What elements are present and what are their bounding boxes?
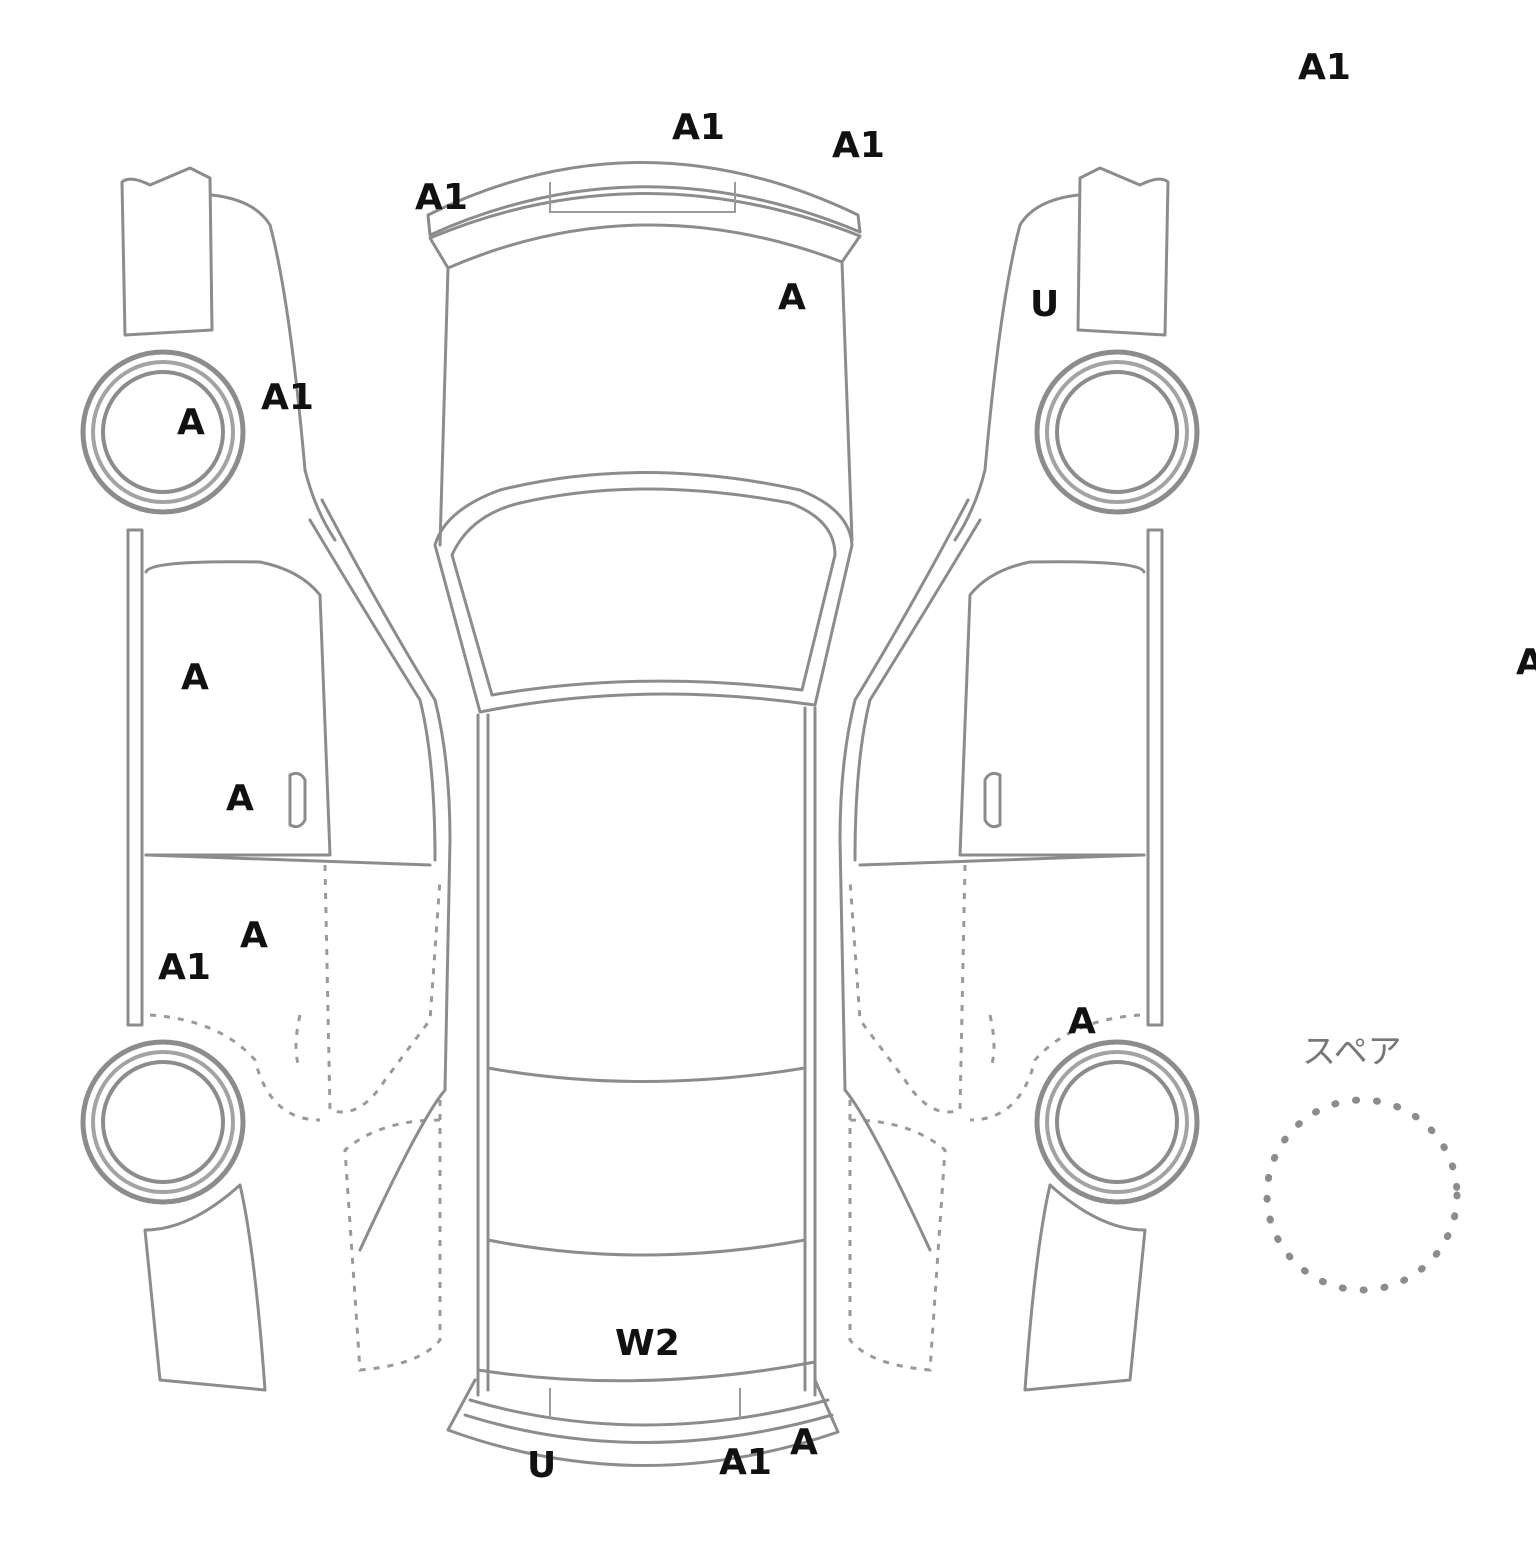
roof-outline xyxy=(476,706,817,1397)
mark-hood: A xyxy=(778,277,806,318)
front-bumper-inner xyxy=(428,192,862,270)
car-left-side-view xyxy=(120,166,452,1392)
right-rear-quarter xyxy=(969,1013,1141,1122)
mark-roof-top-left: A1 xyxy=(415,177,468,218)
left-sill-rear xyxy=(358,1088,447,1252)
mark-right-front-fender: U xyxy=(1030,284,1060,325)
right-rear-fender xyxy=(848,1100,947,1372)
right-rear-bumper xyxy=(1023,1183,1147,1392)
right-a-pillar-inner xyxy=(853,518,982,862)
rear-window-bottom xyxy=(486,1238,807,1257)
right-front-fender xyxy=(953,193,1080,542)
right-front-bumper xyxy=(1076,166,1170,337)
mark-left-front-door: A xyxy=(181,657,209,698)
left-front-door xyxy=(144,560,332,857)
front-bumper-outline xyxy=(426,161,862,237)
mark-rear-bumper-mid: A1 xyxy=(719,1442,772,1483)
right-front-door xyxy=(958,560,1146,857)
right-a-pillar xyxy=(838,498,970,1092)
front-grille xyxy=(549,182,736,213)
mark-roof-top-right: A1 xyxy=(832,125,885,166)
right-sill-rear xyxy=(843,1088,932,1252)
mark-rear-bumper-right: A xyxy=(790,1422,818,1463)
mark-top-right: A1 xyxy=(1298,47,1351,88)
left-door-handle xyxy=(288,771,307,829)
left-a-pillar-inner xyxy=(308,518,437,862)
car-top-view xyxy=(426,161,862,1467)
left-rear-door xyxy=(323,864,442,1114)
left-a-pillar xyxy=(320,498,452,1092)
left-door-line xyxy=(144,853,432,867)
mark-left-rear-door-low: A1 xyxy=(158,947,211,988)
mark-right-rear-quarter: A xyxy=(1068,1001,1096,1042)
right-door-line xyxy=(858,853,1146,867)
left-rear-fender xyxy=(343,1100,442,1372)
mark-far-right-edge: A xyxy=(1516,642,1536,683)
mark-left-door-handle: A xyxy=(226,778,254,819)
left-rocker xyxy=(126,528,144,1027)
rear-bumper-inner xyxy=(463,1398,834,1444)
spare-label: スペア xyxy=(1302,1032,1402,1072)
spare-tire-circle xyxy=(1263,1096,1461,1294)
rear-window-top xyxy=(486,1066,807,1083)
mark-left-rear-door: A xyxy=(240,915,268,956)
left-front-fender xyxy=(210,193,337,542)
tire-right-front xyxy=(1034,349,1200,515)
tire-left-front xyxy=(80,349,246,515)
right-door-handle xyxy=(983,771,1002,829)
mark-roof-top: A1 xyxy=(672,107,725,148)
mark-left-front-wheel: A xyxy=(177,402,205,443)
trunk-edge xyxy=(476,1360,817,1383)
car-right-side-view xyxy=(838,166,1170,1392)
right-rear-door xyxy=(848,864,967,1114)
mark-left-front-fender: A1 xyxy=(261,377,314,418)
left-front-bumper xyxy=(120,166,214,337)
tire-left-rear xyxy=(80,1039,246,1205)
left-rear-quarter xyxy=(149,1013,321,1122)
right-rocker xyxy=(1146,528,1164,1027)
tire-right-rear xyxy=(1034,1039,1200,1205)
mark-trunk: W2 xyxy=(615,1323,680,1364)
mark-rear-bumper-left: U xyxy=(527,1445,557,1486)
windshield-inner xyxy=(450,487,837,697)
rear-bumper-plate xyxy=(549,1388,741,1418)
hood-outline xyxy=(438,260,854,547)
left-rear-bumper xyxy=(143,1183,267,1392)
rear-bumper-outline xyxy=(446,1378,840,1467)
windshield-outer xyxy=(433,471,854,714)
